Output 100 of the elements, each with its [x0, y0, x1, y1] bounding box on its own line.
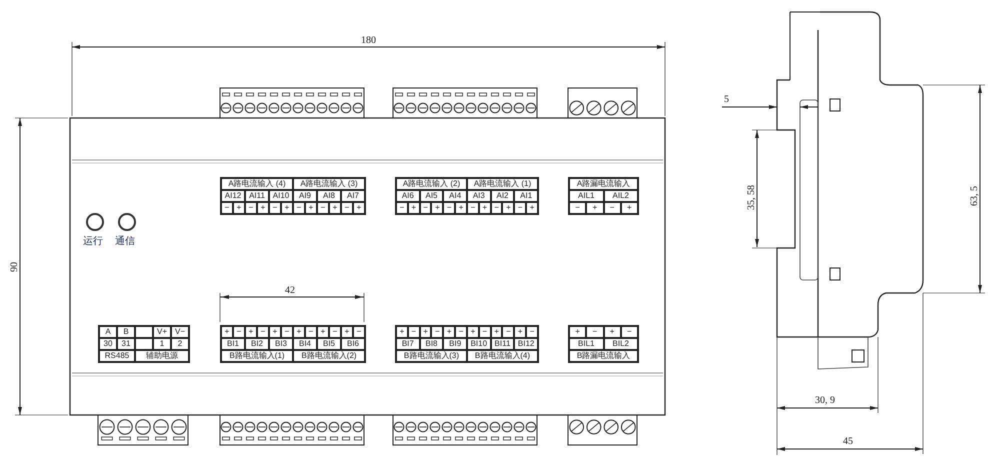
terminal-table-cell: BI1	[221, 338, 245, 350]
terminal-table-cell: BI2	[245, 338, 269, 350]
terminal-table-cell: AI3	[466, 190, 491, 202]
terminal-table-cell: BI4	[293, 338, 317, 350]
terminal-table-cell: 2	[171, 338, 189, 350]
terminal-table-cell: −	[455, 326, 467, 338]
dimension-label: 5	[724, 94, 729, 105]
terminal-table-cell: BI10	[466, 338, 491, 350]
terminal-table-cell: −	[604, 202, 621, 214]
terminal-table-cell: +	[257, 202, 269, 214]
terminal-table-cell: A路电流输入 (1)	[466, 178, 538, 190]
lamp-label: 运行	[83, 236, 103, 248]
dimension-label: 42	[285, 285, 295, 296]
terminal-table-cell: −	[569, 202, 586, 214]
terminal-table-cell: +	[502, 202, 514, 214]
terminal-table-cell: BI3	[269, 338, 293, 350]
terminal-table-cell: V+	[153, 326, 171, 338]
terminal-table-cell: B路电流输入(2)	[293, 350, 365, 362]
terminal-table-cell: +	[604, 326, 621, 338]
terminal-table-cell: A路电流输入 (2)	[396, 178, 467, 190]
terminal-table-cell: BI5	[317, 338, 341, 350]
terminal-table-cell: +	[526, 202, 538, 214]
terminal-table-cell: B	[117, 326, 135, 338]
terminal-table-cell: −	[329, 326, 341, 338]
terminal-table-cell: +	[466, 326, 479, 338]
terminal-table-cell: AI4	[443, 190, 467, 202]
dimension-label: 45	[843, 436, 853, 447]
terminal-table-cell: +	[490, 326, 502, 338]
terminal-table-cell: A	[99, 326, 117, 338]
terminal-table-cell: −	[221, 202, 233, 214]
terminal-table-cell: −	[269, 202, 281, 214]
terminal-table-cell: +	[329, 202, 341, 214]
terminal-table-cell: A路漏电流输入	[569, 178, 638, 190]
terminal-table-cell: −	[245, 202, 257, 214]
terminal-table-cell: BI9	[443, 338, 467, 350]
terminal-table-cell: −	[466, 202, 479, 214]
terminal-table-cell: −	[502, 326, 514, 338]
terminal-table-cell: −	[443, 202, 456, 214]
terminal-table-cell: AIL2	[604, 190, 638, 202]
terminal-table-cell: −	[293, 202, 305, 214]
terminal-table-cell: AI11	[245, 190, 269, 202]
terminal-table-cell: +	[396, 326, 408, 338]
terminal-table-cell: BIL1	[569, 338, 604, 350]
terminal-table-cell: +	[281, 202, 293, 214]
terminal-table-cell: −	[620, 326, 638, 338]
terminal-table-cell: +	[455, 202, 467, 214]
terminal-table-cell: AI1	[514, 190, 538, 202]
terminal-table-cell: AI7	[341, 190, 365, 202]
terminal-table-cell: +	[293, 326, 305, 338]
terminal-table-cell: −	[431, 326, 444, 338]
terminal-table-cell: −	[478, 326, 491, 338]
terminal-table-cell: +	[305, 202, 317, 214]
terminal-table-cell: BI7	[396, 338, 420, 350]
terminal-table-cell: AI9	[293, 190, 317, 202]
terminal-table-cell: BIL2	[604, 338, 638, 350]
terminal-table-cell: 31	[117, 338, 135, 350]
terminal-table-cell: −	[353, 326, 365, 338]
dimension-label: 180	[361, 35, 376, 46]
terminal-table-cell: +	[478, 202, 491, 214]
terminal-table-cell: +	[353, 202, 365, 214]
terminal-table-cell: AI8	[317, 190, 341, 202]
terminal-table-cell: +	[221, 326, 233, 338]
terminal-table-cell: 30	[99, 338, 117, 350]
terminal-table-cell: AI2	[490, 190, 514, 202]
terminal-table-cell: B路电流输入(3)	[396, 350, 467, 362]
dimension-label: 30, 9	[815, 395, 835, 406]
terminal-table-cell: +	[408, 202, 420, 214]
terminal-table-cell: AIL1	[569, 190, 604, 202]
terminal-table-cell: +	[586, 202, 604, 214]
terminal-table-cell: AI10	[269, 190, 293, 202]
terminal-table-cell: −	[257, 326, 269, 338]
terminal-table-cell: +	[569, 326, 586, 338]
terminal-table-cell: V−	[171, 326, 189, 338]
terminal-table-cell: +	[431, 202, 444, 214]
terminal-table-cell: −	[526, 326, 538, 338]
terminal-table-cell: −	[490, 202, 502, 214]
terminal-table-cell: +	[514, 326, 526, 338]
terminal-table-cell: +	[420, 326, 432, 338]
terminal-table-cell: BI11	[490, 338, 514, 350]
terminal-table-cell: AI6	[396, 190, 420, 202]
terminal-table-cell: AI5	[420, 190, 444, 202]
dimension-label: 90	[9, 262, 20, 272]
terminal-table-cell: −	[317, 202, 329, 214]
terminal-table-cell: +	[620, 202, 638, 214]
terminal-table-cell: −	[305, 326, 317, 338]
terminal-table-cell: B路漏电流输入	[569, 350, 638, 362]
terminal-table-cell: −	[396, 202, 408, 214]
terminal-table-cell: A路电流输入 (3)	[293, 178, 365, 190]
lamp-label: 通信	[115, 236, 135, 248]
terminal-table-cell: +	[317, 326, 329, 338]
terminal-table-cell: BI6	[341, 338, 365, 350]
terminal-table-cell: +	[233, 202, 245, 214]
terminal-table-cell: +	[443, 326, 456, 338]
terminal-table-cell: −	[514, 202, 526, 214]
terminal-table-cell: +	[341, 326, 353, 338]
dimension-label: 35, 58	[746, 185, 757, 210]
terminal-table-cell: AI12	[221, 190, 245, 202]
terminal-table-cell: RS485	[99, 350, 135, 362]
terminal-table-cell: −	[341, 202, 353, 214]
dimension-label: 63, 5	[969, 186, 980, 206]
